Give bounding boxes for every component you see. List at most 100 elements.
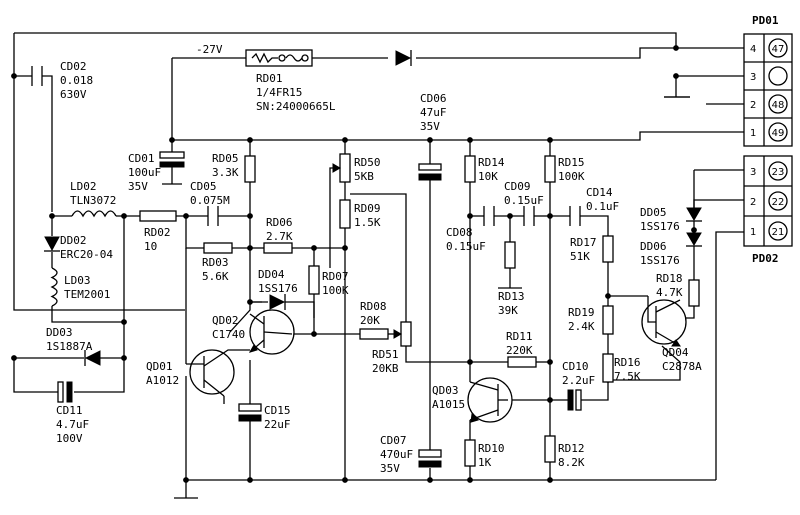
rd13-label: RD13 — [498, 290, 525, 303]
rd13-resistor — [504, 241, 516, 269]
rd18-label: RD18 — [656, 272, 683, 285]
dd03-value: 1S1887A — [46, 340, 93, 353]
supply-voltage-label: -27V — [196, 43, 223, 56]
cd09-value: 0.15uF — [504, 194, 544, 207]
ld02-value: TLN3072 — [70, 194, 116, 207]
dd04-label: DD04 — [258, 268, 285, 281]
junction-dots — [11, 45, 697, 483]
dd02-value: ERC20-04 — [60, 248, 113, 261]
qd01-label: QD01 — [146, 360, 173, 373]
cd07-capacitor — [418, 449, 442, 468]
rd08-resistor — [359, 328, 389, 340]
dd06-diode — [686, 232, 702, 247]
rd15-resistor — [544, 155, 556, 183]
cd02-voltage: 630V — [60, 88, 87, 101]
rd19-resistor — [602, 305, 614, 335]
cd06-value: 47uF — [420, 106, 447, 119]
pd01-pin-1: 1 — [750, 128, 756, 139]
rd19-label: RD19 — [568, 306, 595, 319]
rd03-resistor — [203, 242, 233, 254]
cd05-label: CD05 — [190, 180, 217, 193]
cd15-capacitor — [238, 403, 262, 430]
pd02-pin-1: 1 — [750, 227, 756, 238]
cd07-voltage: 35V — [380, 462, 400, 475]
rd18-value: 4.7K — [656, 286, 683, 299]
cd10-capacitor — [567, 389, 582, 411]
cd06-capacitor — [418, 163, 442, 181]
cd01-label: CD01 — [128, 152, 155, 165]
cd01-voltage: 35V — [128, 180, 148, 193]
ld03-label: LD03 — [64, 274, 91, 287]
qd04-transistor — [641, 296, 687, 347]
rd06-label: RD06 — [266, 216, 293, 229]
dd06-value: 1SS176 — [640, 254, 680, 267]
pd02-terminal-23: 23 — [772, 167, 785, 178]
rd15-label: RD15 — [558, 156, 585, 169]
rd16-label: RD16 — [614, 356, 641, 369]
cd11-voltage: 100V — [56, 432, 83, 445]
rd51-value: 20KB — [372, 362, 399, 375]
dd04-diode — [269, 294, 302, 310]
rd03-label: RD03 — [202, 256, 229, 269]
rd14-value: 10K — [478, 170, 498, 183]
cd10-value: 2.2uF — [562, 374, 595, 387]
cd10-label: CD10 — [562, 360, 589, 373]
rd17-label: RD17 — [570, 236, 597, 249]
rd03-value: 5.6K — [202, 270, 229, 283]
qd02-value: C1740 — [212, 328, 245, 341]
rd19-value: 2.4K — [568, 320, 595, 333]
cd05-value: 0.075M — [190, 194, 230, 207]
cd02-capacitor — [31, 66, 43, 86]
qd04-value: C2878A — [662, 360, 702, 373]
supply-diode — [395, 50, 412, 66]
dd02-diode — [44, 236, 60, 252]
rd01-serial: SN:24000665L — [256, 100, 336, 113]
cd09-label: CD09 — [504, 180, 531, 193]
dd05-label: DD05 — [640, 206, 667, 219]
dd06-label: DD06 — [640, 240, 667, 253]
pd01-terminal-47: 47 — [772, 44, 785, 55]
pd01-pin-4: 4 — [750, 44, 756, 55]
component-labels: PD01 PD02 -27V CD02 0.018 630V RD01 1/4F… — [46, 14, 779, 475]
cd11-label: CD11 — [56, 404, 83, 417]
pd02-terminal-21: 21 — [772, 227, 785, 238]
cd09-capacitor — [523, 206, 535, 226]
rd05-resistor — [244, 155, 256, 183]
ld02-inductor — [71, 210, 117, 218]
dd04-value: 1SS176 — [258, 282, 298, 295]
cd01-value: 100uF — [128, 166, 161, 179]
rd14-resistor — [464, 155, 476, 183]
ld03-inductor — [50, 267, 58, 307]
wiring — [13, 32, 744, 499]
rd10-value: 1K — [478, 456, 492, 469]
rd07-label: RD07 — [322, 270, 349, 283]
rd11-value: 220K — [506, 344, 533, 357]
qd02-transistor — [248, 309, 295, 355]
rd08-value: 20K — [360, 314, 380, 327]
rd50-value: 5KB — [354, 170, 374, 183]
rd12-resistor — [544, 435, 556, 463]
rd06-resistor — [263, 242, 293, 254]
dd03-label: DD03 — [46, 326, 73, 339]
rd16-resistor — [602, 353, 614, 383]
rd07-value: 100K — [322, 284, 349, 297]
cd02-label: CD02 — [60, 60, 87, 73]
rd10-label: RD10 — [478, 442, 505, 455]
rd02-resistor — [139, 210, 177, 222]
rd50-label: RD50 — [354, 156, 381, 169]
cd01-capacitor — [159, 140, 185, 185]
cd08-capacitor — [483, 206, 495, 226]
rd17-resistor — [602, 235, 614, 263]
ld03-value: TEM2001 — [64, 288, 110, 301]
pd01-terminal-48: 48 — [772, 100, 785, 111]
rd51-label: RD51 — [372, 348, 399, 361]
cd08-value: 0.15uF — [446, 240, 486, 253]
rd18-resistor — [688, 279, 700, 307]
pd02-pin-2: 2 — [750, 197, 756, 208]
rd11-resistor — [507, 356, 537, 368]
rd02-value: 10 — [144, 240, 157, 253]
dd02-label: DD02 — [60, 234, 87, 247]
pd02-terminal-22: 22 — [772, 197, 785, 208]
rd08-label: RD08 — [360, 300, 387, 313]
rd12-label: RD12 — [558, 442, 585, 455]
